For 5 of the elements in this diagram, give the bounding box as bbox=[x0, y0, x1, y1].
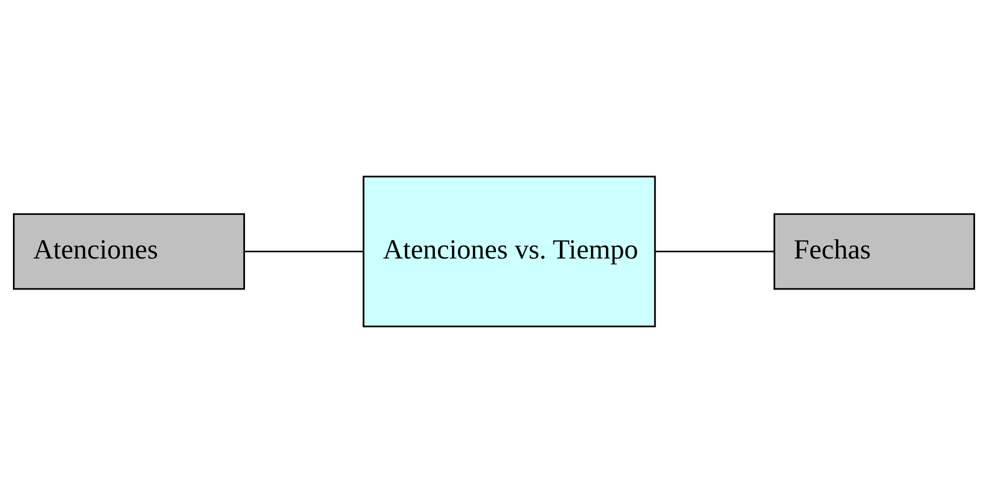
node-box: Atenciones bbox=[12, 213, 245, 290]
connector bbox=[655, 250, 774, 252]
node-box: Fechas bbox=[774, 213, 976, 290]
connector bbox=[244, 250, 364, 252]
node-box: Atenciones vs. Tiempo bbox=[362, 176, 656, 328]
